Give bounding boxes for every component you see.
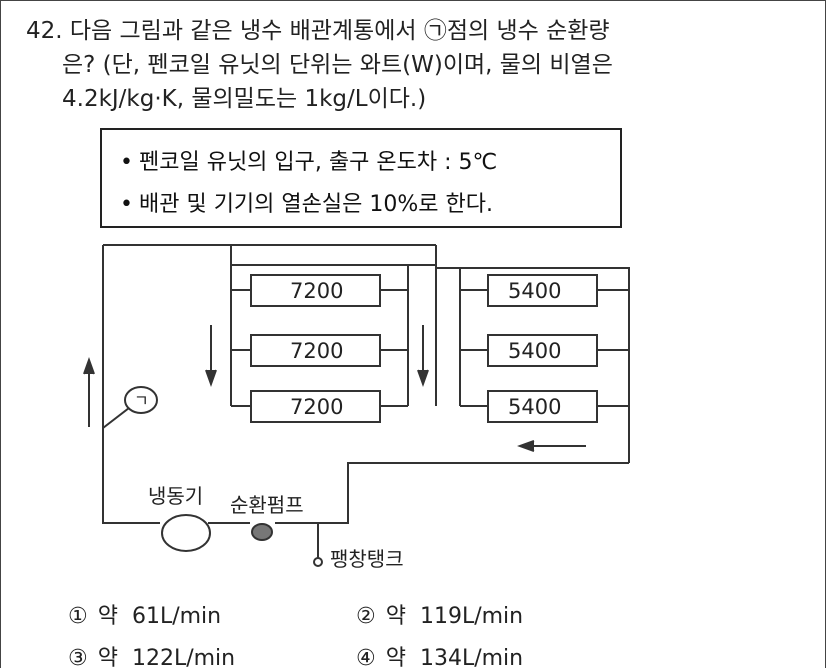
- flow-arrow-up-head-icon: [83, 357, 95, 375]
- expansion-tank-icon: [313, 557, 323, 567]
- condition-item-2: •배관 및 기기의 열손실은 10%로 한다.: [120, 186, 493, 218]
- fan-coil-unit-right-2: [487, 334, 598, 367]
- unit-label-right-2: 5400: [508, 339, 561, 363]
- right-bank-supply-header: [436, 267, 461, 406]
- left-bank-branches: [231, 289, 408, 407]
- unit-label-left-2: 7200: [290, 339, 343, 363]
- option-text: 약 134L/min: [385, 646, 524, 671]
- question-text: 42. 다음 그림과 같은 냉수 배관계통에서 ㉠점의 냉수 순환량 은? (단…: [26, 14, 613, 116]
- option-4[interactable]: ④ 약 134L/min: [356, 640, 523, 672]
- unit-label-left-1: 7200: [290, 279, 343, 303]
- pump-icon: [251, 523, 273, 541]
- return-pipe: [275, 462, 629, 524]
- option-text: 약 122L/min: [97, 646, 236, 671]
- supply-pipe: [102, 244, 436, 524]
- flow-arrow-down-mid-head-icon: [417, 369, 429, 387]
- option-2[interactable]: ② 약 119L/min: [356, 598, 523, 630]
- question-number: 42.: [26, 18, 63, 44]
- option-3[interactable]: ③ 약 122L/min: [68, 640, 235, 672]
- fan-coil-unit-right-1: [487, 274, 598, 307]
- option-text: 약 61L/min: [97, 604, 222, 629]
- unit-label-right-1: 5400: [508, 279, 561, 303]
- bullet-icon: •: [120, 192, 133, 217]
- option-number: ③: [68, 646, 88, 671]
- option-number: ①: [68, 604, 88, 629]
- fan-coil-unit-left-1: [250, 274, 381, 307]
- option-number: ④: [356, 646, 376, 671]
- question-line-3: 4.2kJ/kg·K, 물의밀도는 1kg/L이다.): [62, 86, 427, 112]
- right-bank-return-header: [436, 267, 630, 463]
- question-line-2: 은? (단, 펜코일 유닛의 단위는 와트(W)이며, 물의 비열은: [62, 52, 613, 78]
- option-text: 약 119L/min: [385, 604, 524, 629]
- unit-label-left-3: 7200: [290, 395, 343, 419]
- option-number: ②: [356, 604, 376, 629]
- condition-item-1: •펜코일 유닛의 입구, 출구 온도차 : 5℃: [120, 144, 497, 176]
- fan-coil-unit-left-3: [250, 390, 381, 423]
- fan-coil-unit-left-2: [250, 334, 381, 367]
- bullet-icon: •: [120, 150, 133, 175]
- unit-label-right-3: 5400: [508, 395, 561, 419]
- condition-text-2: 배관 및 기기의 열손실은 10%로 한다.: [138, 192, 493, 217]
- point-a-label: ㄱ: [134, 391, 149, 410]
- flow-arrow-down-left-head-icon: [205, 369, 217, 387]
- flow-arrow-left-head-icon: [517, 440, 535, 452]
- condition-text-1: 펜코일 유닛의 입구, 출구 온도차 : 5℃: [138, 150, 498, 175]
- chiller-icon: [161, 514, 211, 552]
- point-a-marker: [124, 386, 158, 414]
- right-bank-branches: [460, 289, 629, 407]
- question-line-1: 42. 다음 그림과 같은 냉수 배관계통에서 ㉠점의 냉수 순환량: [26, 14, 613, 48]
- pump-label: 순환펌프: [230, 493, 304, 517]
- chiller-label: 냉동기: [148, 484, 203, 508]
- question-line-1-text: 다음 그림과 같은 냉수 배관계통에서 ㉠점의 냉수 순환량: [69, 18, 610, 44]
- middle-pipe: [408, 245, 437, 406]
- point-a-leader: [102, 407, 130, 429]
- left-return-line: [231, 245, 437, 266]
- conditions-box: •펜코일 유닛의 입구, 출구 온도차 : 5℃ •배관 및 기기의 열손실은 …: [100, 128, 622, 228]
- tank-label: 팽창탱크: [330, 547, 404, 571]
- option-1[interactable]: ① 약 61L/min: [68, 598, 221, 630]
- fan-coil-unit-right-3: [487, 390, 598, 423]
